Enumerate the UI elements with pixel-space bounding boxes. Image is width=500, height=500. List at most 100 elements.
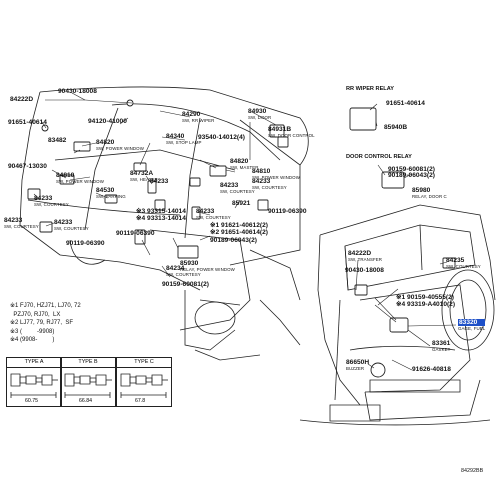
part-number: 83361 [432,340,451,347]
part-description: SW, COURTESY [166,272,201,277]
part-label-84222d-a[interactable]: 84222D [10,96,33,103]
part-label-90119-a[interactable]: 90119-06390 [66,240,105,247]
part-label-91626[interactable]: 91626-40818 [412,366,451,373]
part-number: 84810 [252,168,271,175]
part-number: 84930 [248,108,267,115]
model-note: PZJ70, RJ70, LX [10,311,61,318]
part-number: 91651-40614 [386,100,425,107]
part-number: 90430-18008 [345,267,384,274]
part-description: SW, COURTESY [220,189,255,194]
part-label-90189-a[interactable]: 90189-06043(2) [210,237,257,244]
part-description: SW, DOOR CONTROL [268,133,315,138]
door-switch [270,125,284,137]
part-label-90119-b[interactable]: 90119-06390 [268,208,307,215]
part-label-90159-b[interactable]: 90159-60081(2) [388,166,435,173]
part-number: ※4 93313-14014 [136,215,186,222]
part-description: SW, POWER WINDOW [96,146,144,151]
part-label-190159[interactable]: ※1 90159-40555(2) [396,294,454,301]
part-label-90119-c[interactable]: 90119-06390 [116,230,155,237]
type-label: TYPE B [61,358,115,368]
part-label-85921[interactable]: 85921 [232,200,250,207]
part-label-493319[interactable]: ※4 93319-A4010(2) [396,301,455,308]
fuel-gage-unit [390,318,408,332]
part-label-493313[interactable]: ※4 93313-14014 [136,215,186,222]
part-description: SW, PARKING [96,194,126,199]
part-number: 85921 [232,200,251,207]
part-label-91651-b[interactable]: 91651-40614 [386,100,425,107]
part-label-393315[interactable]: ※3 93315-14014 [136,208,186,215]
door-relay-component [382,172,404,188]
part-label-191621[interactable]: ※1 91621-40612(2) [210,222,268,229]
model-notes: ※1 FJ70, HZJ71, LJ70, 72 PZJ70, RJ70, LX… [10,302,81,345]
type-label: TYPE C [117,358,171,368]
part-description: BUZZER [346,366,365,371]
part-number: 84233 [196,208,215,215]
part-number: 90189-06043(2) [210,237,257,244]
part-number: 84222D [348,250,372,257]
part-number: ※3 93315-14014 [136,208,186,215]
part-description: RELAY, DOOR C [412,194,447,199]
model-note: ※4 (9908- ) [10,337,55,343]
part-label-90430-a[interactable]: 90430-18008 [58,88,97,95]
part-number: 84233 [4,217,23,224]
part-label-94120[interactable]: 94120-41000 [88,118,127,125]
part-number: 84233 [150,178,169,185]
part-description: GAGE, FUEL [458,326,486,331]
connector-drawing [118,368,170,404]
type-dimension: 67.8 [135,398,146,404]
part-number: ※4 93319-A4010(2) [396,301,456,308]
part-description: SW, HEATER [130,177,158,182]
part-label-84233-g[interactable]: 84233 [150,178,168,185]
part-number: ※2 91651-40614(2) [210,229,268,236]
part-description: GASKET [432,347,451,352]
part-description: SW, COURTESY [54,226,89,231]
part-number: 84732A [130,170,154,177]
part-number: 84931B [268,126,292,133]
connector-drawing [8,368,60,404]
part-label-90430-b[interactable]: 90430-18008 [345,267,384,274]
part-label-91651-a[interactable]: 91651-40614 [8,119,47,126]
part-label-291651[interactable]: ※2 91651-40614(2) [210,229,268,236]
part-number: 91651-40614 [8,119,47,126]
part-label-90467[interactable]: 90467-13030 [8,163,47,170]
part-number: 85930 [180,260,199,267]
model-note: ※2 LJ77, 79, RJ77, SF [10,320,74,326]
part-description: SW, RR WIPER [182,118,215,123]
part-label-90189-b[interactable]: 90189-06043(2) [388,172,435,179]
part-number: 84234 [166,265,185,272]
part-description: RELAY, POWER WINDOW [180,267,235,272]
part-label-90159-a[interactable]: 90159-60081(2) [162,281,209,288]
part-description: SW, STOP LAMP [166,140,202,145]
part-label-85940b[interactable]: 85940B [384,124,407,131]
part-label-93540[interactable]: 93540-14012(4) [198,134,245,141]
part-number: 90119-06390 [66,240,105,247]
part-label-83482[interactable]: 83482 [48,137,66,144]
